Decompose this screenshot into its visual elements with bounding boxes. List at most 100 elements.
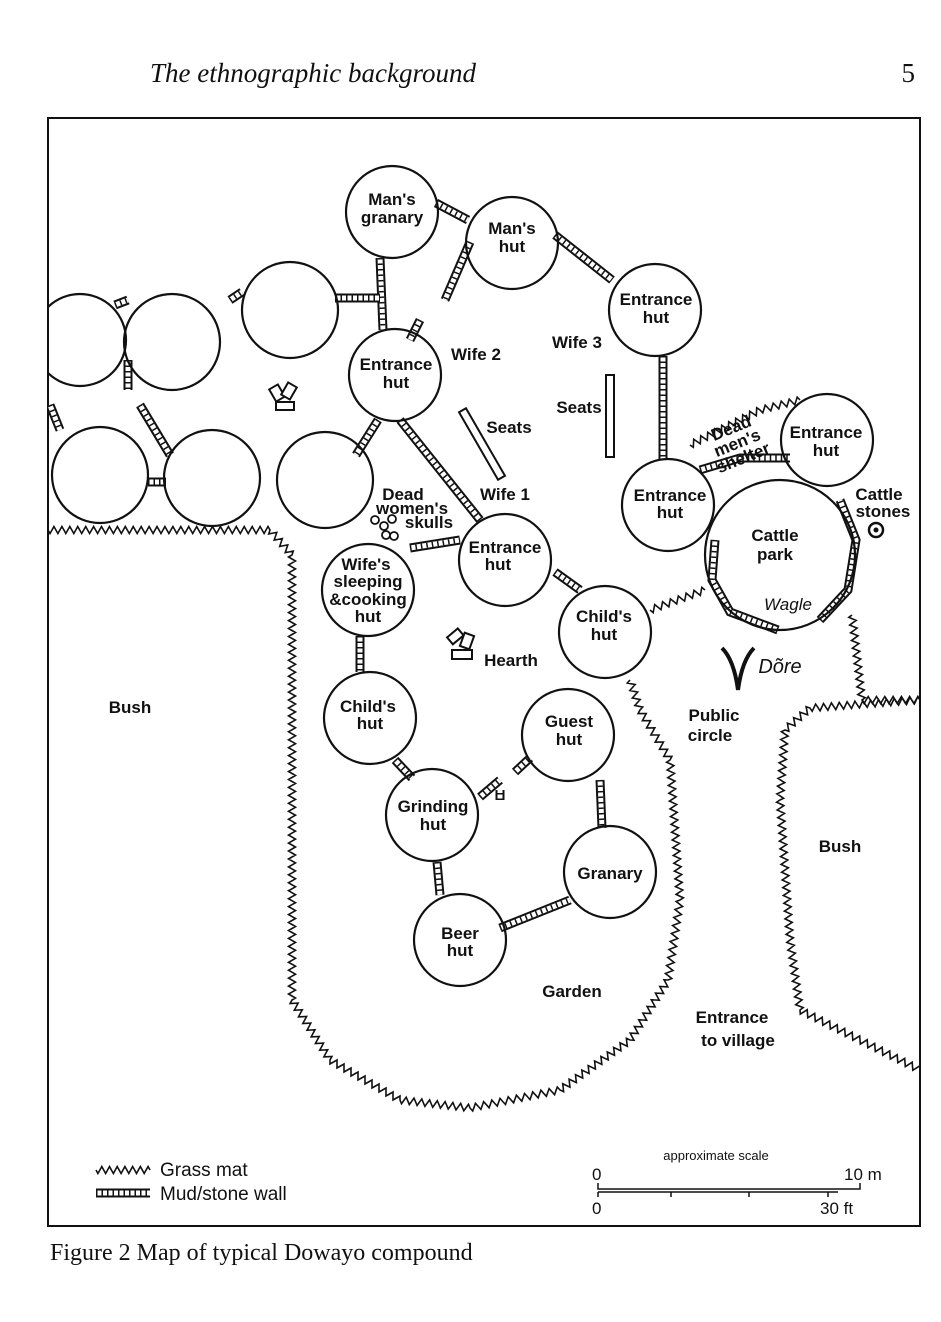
hut-circle — [48, 292, 128, 388]
hut-circle — [384, 767, 480, 863]
figure-caption: Figure 2 Map of typical Dowayo compound — [50, 1240, 473, 1266]
grass-mat-legend-line — [95, 1164, 151, 1176]
seats-bench-left — [457, 406, 507, 482]
wall-rungs — [513, 756, 532, 774]
hut-circle — [275, 430, 375, 530]
hut-circle — [520, 687, 616, 783]
label-granary: Granary — [577, 864, 643, 883]
grass-mats-layer — [48, 395, 920, 1113]
walls-layer — [48, 199, 861, 933]
hut-circle — [779, 392, 875, 488]
scale-ft-end: 30 ft — [820, 1199, 853, 1218]
wall-inner — [137, 403, 173, 457]
scale-ft-start: 0 — [592, 1199, 601, 1218]
hut-circle — [344, 164, 440, 260]
scale-m-end: 10 m — [844, 1165, 882, 1184]
wall-rungs — [407, 318, 423, 342]
grass-mat-garden — [48, 524, 686, 1113]
hearth-stones — [267, 381, 476, 660]
wall-rungs — [228, 289, 244, 303]
scale-bar: approximate scale 0 10 m 0 30 ft — [592, 1148, 882, 1218]
dore-post-icon — [720, 646, 756, 691]
huts-layer — [48, 164, 875, 988]
scale-title: approximate scale — [663, 1148, 769, 1163]
grass-mat-bush-edge — [774, 695, 920, 1072]
label-seats-right: Seats — [556, 398, 601, 417]
hut-circle — [464, 195, 560, 291]
hut-circle — [322, 670, 418, 766]
hut-circle — [562, 824, 658, 920]
wall-rungs — [114, 297, 129, 308]
wall-inner — [398, 418, 482, 522]
label-wife1: Wife 1 — [480, 485, 530, 504]
wall-rungs — [377, 257, 386, 331]
legend: Grass mat Mud/stone wall — [95, 1160, 287, 1205]
wall-inner — [709, 539, 779, 633]
hut-circle — [320, 542, 416, 638]
label-wife2: Wife 2 — [451, 345, 501, 364]
label-dore: Dõre — [758, 656, 801, 678]
page-number: 5 — [901, 58, 916, 88]
skulls-icon — [370, 514, 399, 541]
cattle-stones-icon — [867, 521, 885, 539]
scale-m-start: 0 — [592, 1165, 601, 1184]
wall-inner — [553, 569, 582, 593]
wall-rungs — [48, 404, 63, 431]
label-bush-right: Bush — [819, 837, 862, 856]
grass-mat — [847, 614, 920, 706]
wall-rungs — [553, 233, 614, 282]
hut-circle — [50, 425, 150, 525]
seats-bench-right — [605, 374, 615, 458]
hut-circle — [607, 262, 703, 358]
wall-inner — [499, 897, 571, 931]
wall-rungs — [434, 861, 443, 896]
wall-rungs — [818, 499, 859, 622]
grass-mat — [649, 585, 706, 615]
legend-grass-mat: Grass mat — [160, 1160, 248, 1181]
grass-mat-dead-mens-shelter — [689, 395, 801, 449]
hut-circle — [122, 292, 222, 392]
wall-rungs — [393, 758, 414, 780]
hut-circle — [240, 260, 340, 360]
hut-circle — [162, 428, 262, 528]
wall-inner — [409, 537, 461, 551]
hut-circle — [457, 512, 553, 608]
label-garden: Garden — [542, 982, 602, 1001]
wall-inner — [597, 779, 605, 829]
hut-circle — [347, 327, 443, 423]
wall-rungs — [353, 418, 381, 457]
hut-circle — [557, 584, 653, 680]
running-title: The ethnographic background — [150, 58, 476, 88]
hut-circle — [620, 457, 716, 553]
hut-circle — [412, 892, 508, 988]
label-hearth: Hearth — [484, 651, 538, 670]
label-bush-left: Bush — [109, 698, 152, 717]
wall-inner — [478, 778, 502, 799]
wall-inner — [699, 455, 790, 473]
wall-rungs — [434, 200, 470, 223]
label-wife3: Wife 3 — [552, 333, 602, 352]
legend-wall: Mud/stone wall — [160, 1184, 287, 1205]
label-wagle: Wagle — [764, 595, 812, 614]
hut-circle — [703, 478, 857, 632]
